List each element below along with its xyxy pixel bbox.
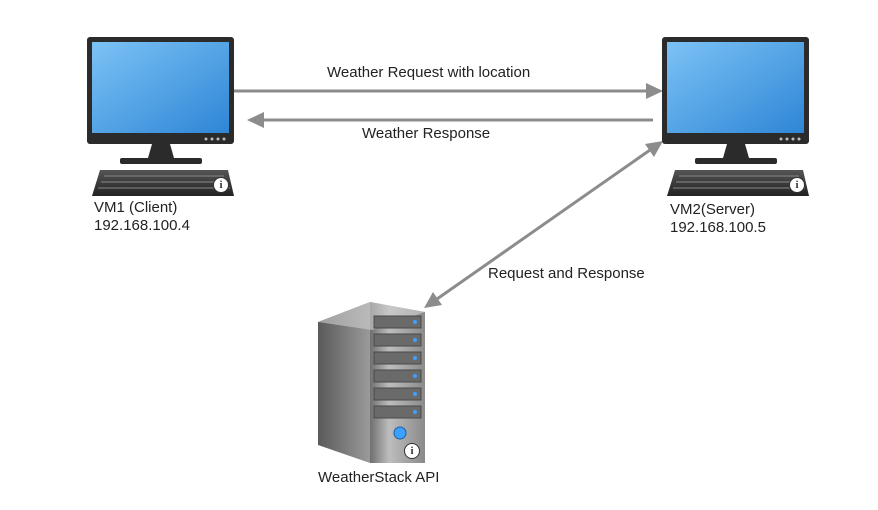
edge-response-arrow <box>247 112 653 128</box>
client-computer-icon <box>87 37 234 196</box>
client-ip-label: 192.168.100.4 <box>94 217 190 234</box>
edge-response-label: Weather Response <box>362 125 491 142</box>
edge-api-arrow <box>424 141 663 308</box>
server-ip-label: 192.168.100.5 <box>670 219 766 236</box>
edge-request-label: Weather Request with location <box>327 64 531 81</box>
edge-request-arrow <box>233 83 663 99</box>
edge-api-label: Request and Response <box>488 265 645 282</box>
client-name-label: VM1 (Client) <box>94 199 178 216</box>
server-name-label: VM2(Server) <box>670 201 756 218</box>
api-server-tower-icon <box>318 302 425 463</box>
server-computer-icon <box>662 37 809 196</box>
server-info-icon[interactable]: i <box>789 177 805 193</box>
client-info-icon[interactable]: i <box>213 177 229 193</box>
api-info-icon[interactable]: i <box>404 443 420 459</box>
api-name-label: WeatherStack API <box>318 469 440 486</box>
